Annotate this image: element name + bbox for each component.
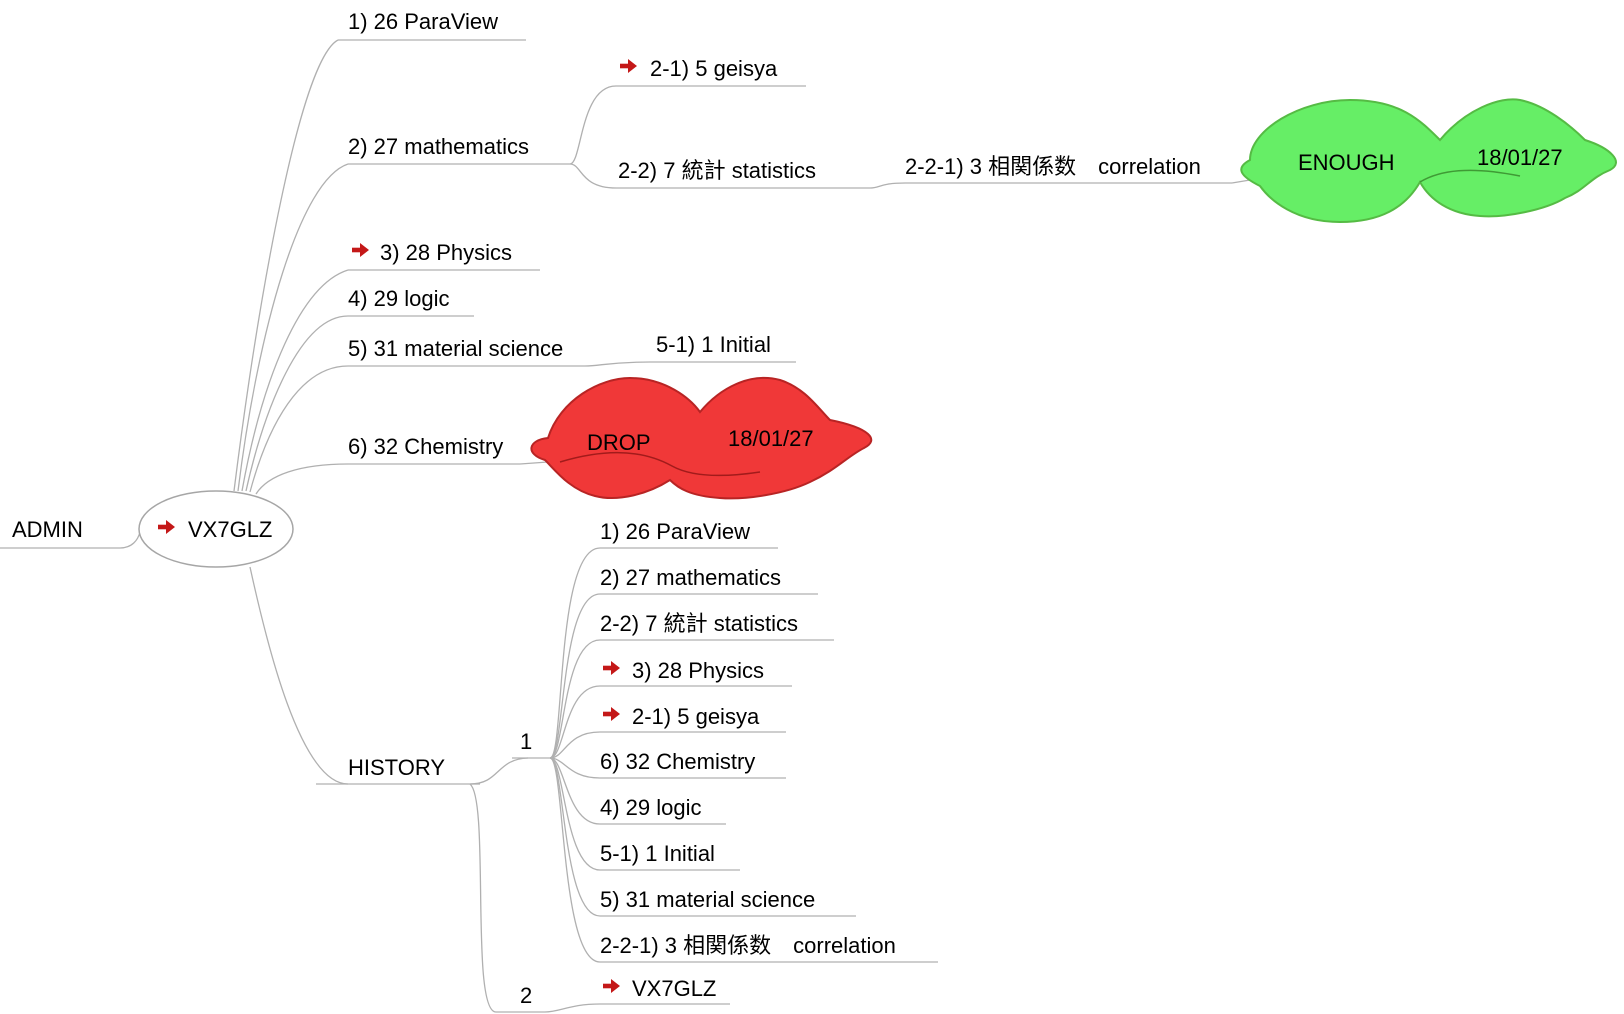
history-item[interactable]: 5-1) 1 Initial [600, 841, 740, 871]
history-item[interactable]: VX7GLZ [600, 976, 730, 1005]
history-group-label: 2 [520, 983, 532, 1008]
root-label: VX7GLZ [188, 517, 272, 542]
history-item[interactable]: 2-2-1) 3 相関係数 correlation [600, 933, 938, 963]
history-item-label: 5) 31 material science [600, 887, 815, 912]
history-item-label: 2-2) 7 統計 statistics [600, 611, 798, 636]
history-item-label: 5-1) 1 Initial [600, 841, 715, 866]
history-item-label: 3) 28 Physics [632, 658, 764, 683]
topic-label: 2) 27 mathematics [348, 134, 529, 159]
history-item[interactable]: 1) 26 ParaView [600, 519, 778, 549]
red-arrow-icon [352, 243, 369, 257]
topic-paraview[interactable]: 1) 26 ParaView [338, 9, 526, 41]
status-date: 18/01/27 [1477, 145, 1563, 170]
topic-material-science[interactable]: 5) 31 material science [348, 336, 585, 367]
topic-label: 3) 28 Physics [380, 240, 512, 265]
history-item-label: 2-2-1) 3 相関係数 correlation [600, 933, 896, 958]
history-item[interactable]: 2-2) 7 統計 statistics [600, 611, 834, 641]
topic-label: 2-2-1) 3 相関係数 correlation [905, 154, 1201, 179]
red-arrow-icon [603, 661, 620, 675]
topic-mathematics[interactable]: 2) 27 mathematics [348, 134, 570, 165]
topic-physics[interactable]: 3) 28 Physics [348, 240, 540, 271]
history-node[interactable]: HISTORY [316, 755, 472, 785]
history-item-label: 2-1) 5 geisya [632, 704, 760, 729]
topic-chemistry[interactable]: 6) 32 Chemistry [348, 434, 520, 465]
enough-cloud[interactable]: ENOUGH 18/01/27 [1240, 98, 1617, 224]
topic-statistics[interactable]: 2-2) 7 統計 statistics [616, 158, 870, 189]
history-group-label: 1 [520, 729, 532, 754]
drop-cloud[interactable]: DROP 18/01/27 [530, 376, 873, 500]
topic-label: 6) 32 Chemistry [348, 434, 503, 459]
history-item-label: 4) 29 logic [600, 795, 702, 820]
root-ellipse [138, 490, 294, 568]
topic-logic[interactable]: 4) 29 logic [348, 286, 474, 317]
history-item[interactable]: 5) 31 material science [600, 887, 856, 917]
history-item-label: 6) 32 Chemistry [600, 749, 755, 774]
history-label: HISTORY [348, 755, 445, 780]
topic-initial[interactable]: 5-1) 1 Initial [650, 332, 796, 363]
history-group-1[interactable]: 1 [512, 729, 550, 759]
status-date: 18/01/27 [728, 426, 814, 451]
connector-lines [0, 39, 1251, 1013]
topic-label: 2-2) 7 統計 statistics [618, 158, 816, 183]
history-item-label: 1) 26 ParaView [600, 519, 750, 544]
red-arrow-icon [603, 979, 620, 993]
topic-correlation[interactable]: 2-2-1) 3 相関係数 correlation [905, 154, 1232, 184]
history-item[interactable]: 3) 28 Physics [600, 658, 792, 687]
root-node[interactable]: VX7GLZ [138, 490, 294, 568]
topic-label: 2-1) 5 geisya [650, 56, 778, 81]
topic-label: 5) 31 material science [348, 336, 563, 361]
red-arrow-icon [603, 707, 620, 721]
topic-label: 4) 29 logic [348, 286, 450, 311]
admin-node[interactable]: ADMIN [12, 517, 83, 542]
status-label: DROP [587, 430, 651, 455]
history-group-2[interactable]: 2 [520, 983, 532, 1008]
history-item-label: VX7GLZ [632, 976, 716, 1001]
history-item-label: 2) 27 mathematics [600, 565, 781, 590]
history-item[interactable]: 6) 32 Chemistry [600, 749, 786, 779]
status-label: ENOUGH [1298, 150, 1395, 175]
admin-label: ADMIN [12, 517, 83, 542]
history-item[interactable]: 2-1) 5 geisya [600, 704, 786, 733]
history-item[interactable]: 2) 27 mathematics [600, 565, 818, 595]
history-item[interactable]: 4) 29 logic [600, 795, 726, 825]
topic-geisya[interactable]: 2-1) 5 geisya [616, 56, 806, 87]
red-arrow-icon [620, 59, 637, 73]
topic-label: 1) 26 ParaView [348, 9, 498, 34]
topic-label: 5-1) 1 Initial [656, 332, 771, 357]
